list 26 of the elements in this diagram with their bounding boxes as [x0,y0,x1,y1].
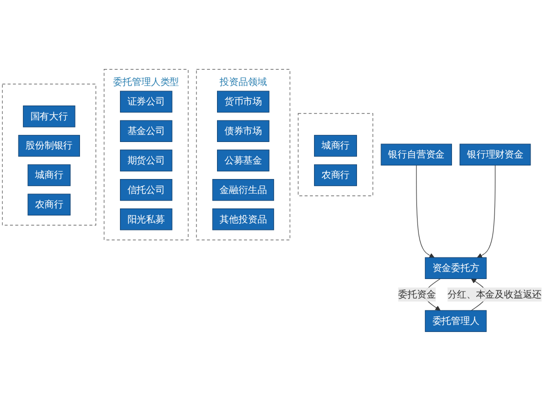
arrow [416,164,435,258]
node-box: 债券市场 [217,120,270,142]
edge-label: 委托资金 [398,288,436,300]
node-box: 货币市场 [217,90,270,112]
cluster [2,83,96,225]
cluster [298,112,374,196]
arrow [477,164,496,258]
node-box: 国有大行 [22,105,76,127]
node-box: 委托管理人 [424,310,487,332]
edge-label: 分红、本金及收益返还 [448,288,542,300]
node-box: 基金公司 [120,120,172,142]
node-box: 城商行 [28,164,71,186]
node-box: 阳光私募 [120,208,172,230]
node-box: 银行理财资金 [460,143,531,165]
node-box: 证券公司 [120,90,172,112]
node-box: 农商行 [314,164,357,186]
node-box: 期货公司 [120,149,172,171]
node-box: 金融衍生品 [212,178,274,200]
node-box: 农商行 [28,193,71,215]
node-box: 城商行 [314,134,357,156]
node-box: 其他投资品 [212,208,274,230]
node-box: 银行自营资金 [380,143,452,165]
node-box: 公募基金 [217,149,270,171]
node-box: 股份制银行 [18,134,80,156]
node-box: 资金委托方 [424,256,487,279]
node-box: 信托公司 [120,178,172,200]
